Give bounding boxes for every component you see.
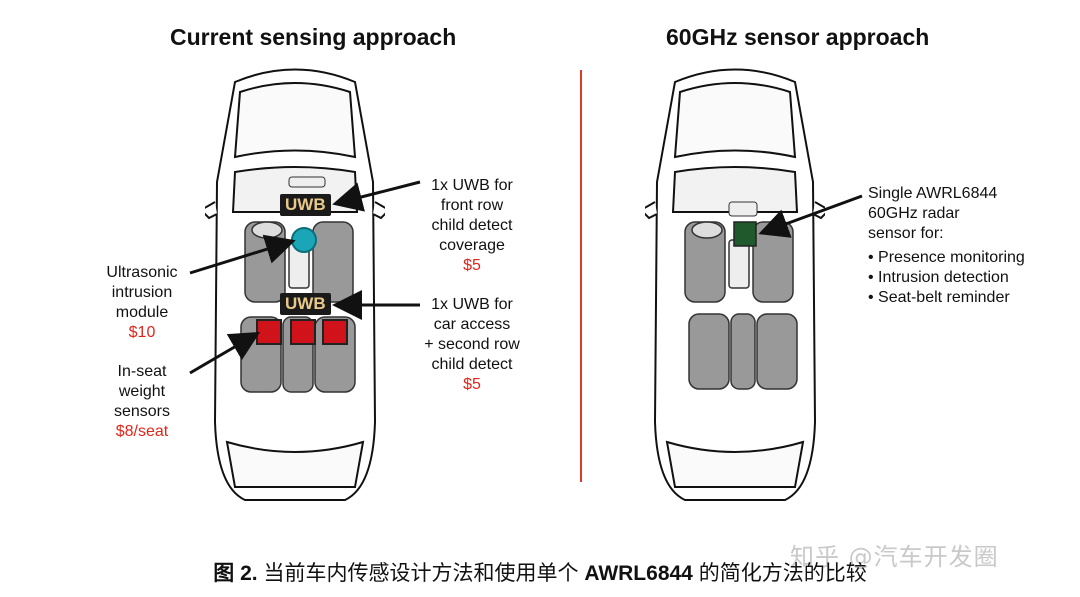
price-label: $5 (463, 376, 481, 393)
feature-item: Intrusion detection (868, 268, 1068, 288)
callout-line: intrusion (111, 284, 173, 301)
callout-uwb-rear: 1x UWB for car access + second row child… (410, 295, 534, 395)
callout-line: child detect (431, 356, 513, 373)
callout-line: 1x UWB for (431, 177, 513, 194)
callout-line: Ultrasonic (106, 264, 178, 281)
caption-text: 当前车内传感设计方法和使用单个 (257, 562, 585, 585)
feature-list: Presence monitoring Intrusion detection … (868, 248, 1068, 308)
price-label: $8/seat (115, 423, 169, 440)
caption-text: 的简化方法的比较 (692, 562, 867, 585)
watermark: 知乎 @汽车开发圈 (790, 543, 999, 571)
callout-line: + second row (424, 336, 520, 353)
callout-line: Single AWRL6844 (868, 185, 998, 202)
callout-line: car access (433, 316, 511, 333)
callout-weight-sensors: In-seat weight sensors $8/seat (92, 362, 192, 442)
left-panel-title: Current sensing approach (170, 24, 457, 50)
callout-uwb-front: 1x UWB for front row child detect covera… (412, 176, 532, 276)
callout-line: 1x UWB for (431, 296, 513, 313)
callout-line: module (115, 304, 169, 321)
caption-figure-number: 图 2. (213, 562, 258, 585)
caption-part-number: AWRL6844 (584, 562, 693, 585)
callout-ultrasonic: Ultrasonic intrusion module $10 (92, 263, 192, 343)
callout-radar-sensor: Single AWRL6844 60GHz radar sensor for: … (868, 184, 1068, 308)
callout-line: sensor for: (868, 225, 944, 242)
callout-line: coverage (439, 237, 505, 254)
uwb-front-badge: UWB (280, 194, 331, 216)
price-label: $10 (128, 324, 156, 341)
callout-line: sensors (113, 403, 171, 420)
right-panel-title: 60GHz sensor approach (666, 24, 930, 50)
callout-line: child detect (431, 217, 513, 234)
figure-caption: 图 2. 当前车内传感设计方法和使用单个 AWRL6844 的简化方法的比较 (0, 557, 1080, 587)
feature-item: Seat-belt reminder (868, 288, 1068, 308)
feature-item: Presence monitoring (868, 248, 1068, 268)
panel-divider (580, 70, 582, 482)
callout-line: 60GHz radar (868, 205, 960, 222)
callout-line: weight (118, 383, 166, 400)
car-illustration-60ghz (645, 68, 825, 501)
radar-sensor-icon (733, 221, 757, 247)
callout-line: front row (440, 197, 504, 214)
callout-line: In-seat (117, 363, 167, 380)
uwb-rear-badge: UWB (280, 293, 331, 315)
price-label: $5 (463, 257, 481, 274)
